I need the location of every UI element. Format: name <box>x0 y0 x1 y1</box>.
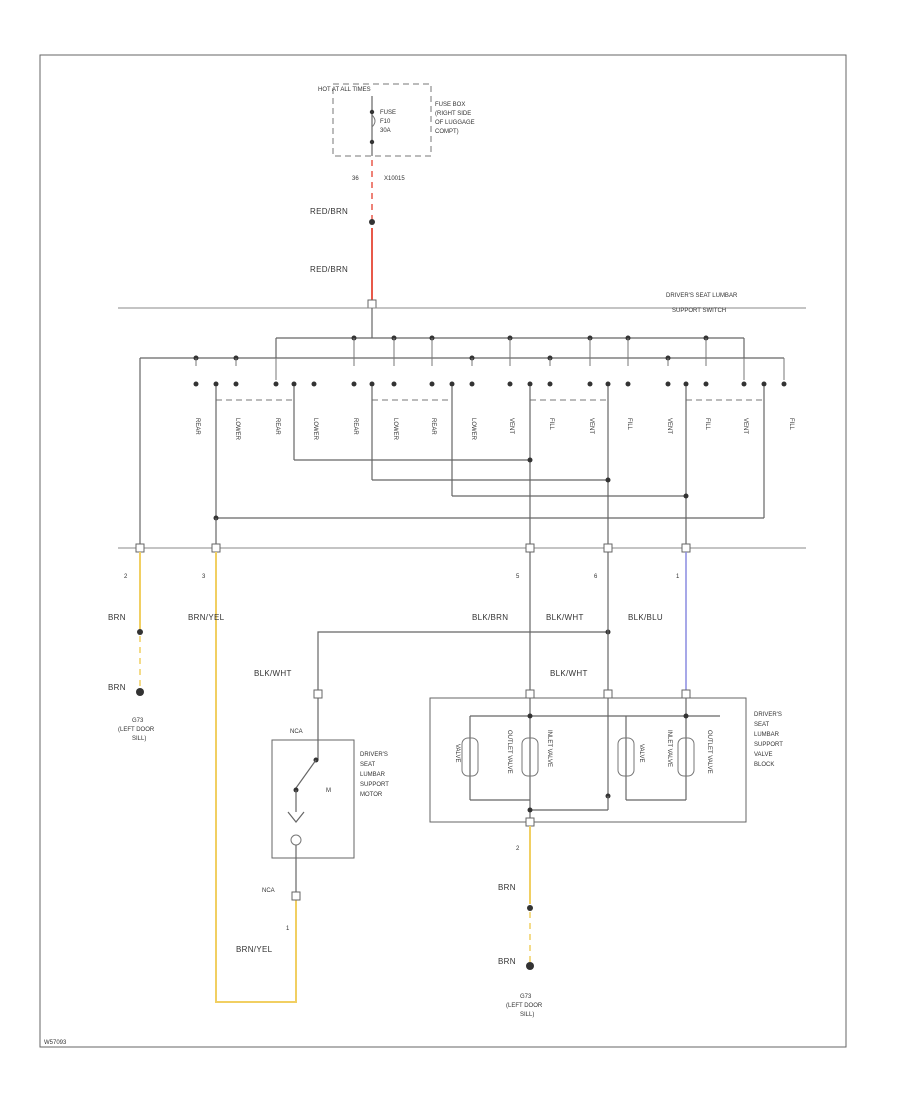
valve-label-6: OUTLET VALVE <box>706 730 712 774</box>
switch-pos-11: VENT <box>588 418 594 434</box>
connector-pin-c4: 6 <box>594 574 598 580</box>
valve-label-4: VALVE <box>638 744 644 762</box>
motor-nca-bottom: NCA <box>262 888 275 894</box>
switch-pos-9: VENT <box>508 418 514 434</box>
valve-label-1: VALVE <box>454 744 460 762</box>
fuse-box-location-3: COMPT) <box>435 129 459 135</box>
valve-ground-pin: 2 <box>516 846 520 852</box>
valve-block-title-3: LUMBAR <box>754 732 780 738</box>
switch-pos-4: LOWER <box>312 418 318 441</box>
connector-pin-c3: 5 <box>516 574 520 580</box>
motor-title-3: LUMBAR <box>360 772 386 778</box>
bottom-brn-label-1: BRN <box>498 883 516 892</box>
blk-wht-motor-label: BLK/WHT <box>254 669 292 678</box>
motor-title-4: SUPPORT <box>360 782 389 788</box>
fuse-box: HOT AT ALL TIMES FUSE F10 30A FUSE BOX (… <box>318 83 475 182</box>
ground-g2-loc-1: (LEFT DOOR <box>506 1003 543 1009</box>
switch-title-1: DRIVER'S SEAT LUMBAR <box>666 293 738 299</box>
bottom-ground-circuit: 2 BRN BRN G73 (LEFT DOOR SILL) <box>498 826 543 1018</box>
lower-contact-row <box>193 358 787 548</box>
switch-connector-terminals: 2 3 5 6 1 <box>124 543 691 580</box>
brn-yel-label-lower: BRN/YEL <box>236 945 273 954</box>
diagram-frame <box>39 54 847 1048</box>
fuse-rating: 30A <box>380 128 391 134</box>
motor-nca-top: NCA <box>290 729 303 735</box>
switch-title-2: SUPPORT SWITCH <box>672 308 726 314</box>
left-brn-label-1: BRN <box>108 613 126 622</box>
switch-pos-6: LOWER <box>392 418 398 441</box>
hot-at-all-times-label: HOT AT ALL TIMES <box>318 87 371 93</box>
valve-block-title-2: SEAT <box>754 722 770 728</box>
ground-g1-loc-1: (LEFT DOOR <box>118 727 155 733</box>
switch-pos-7: REAR <box>430 418 436 435</box>
brn-yel-label-upper: BRN/YEL <box>188 613 225 622</box>
ground-g2-loc-2: SILL) <box>520 1012 534 1018</box>
valve-block-title-6: BLOCK <box>754 762 774 768</box>
fuse-pin-number: 36 <box>352 176 359 182</box>
switch-pos-13: VENT <box>666 418 672 434</box>
bottom-brn-label-2: BRN <box>498 957 516 966</box>
fuse-connector-id: X10015 <box>384 176 405 182</box>
valve-label-3: INLET VALVE <box>546 730 552 767</box>
ground-g1-id: G73 <box>132 718 144 724</box>
connector-pin-c5: 1 <box>676 574 680 580</box>
motor-title-2: SEAT <box>360 762 376 768</box>
fuse-box-location-2: OF LUGGAGE <box>435 120 475 126</box>
switch-pos-14: FILL <box>704 418 710 431</box>
motor-title-1: DRIVER'S <box>360 752 388 758</box>
red-brn-label-1: RED/BRN <box>310 207 348 216</box>
switch-pos-5: REAR <box>352 418 358 435</box>
valve-block: VALVE OUTLET VALVE INLET VALVE VALVE INL… <box>429 552 783 827</box>
motor-m-label: M <box>326 788 331 794</box>
valve-block-title-1: DRIVER'S <box>754 712 782 718</box>
left-ground-circuit: BRN BRN G73 (LEFT DOOR SILL) <box>108 552 155 742</box>
red-brn-wire: RED/BRN RED/BRN <box>310 160 377 309</box>
blk-blu-label: BLK/BLU <box>628 613 663 622</box>
ground-g1-loc-2: SILL) <box>132 736 146 742</box>
motor-pin-bottom: 1 <box>286 926 290 932</box>
red-brn-label-2: RED/BRN <box>310 265 348 274</box>
blk-wht-lower-label: BLK/WHT <box>550 669 588 678</box>
switch-pos-10: FILL <box>548 418 554 431</box>
brn-yel-wire: BRN/YEL BRN/YEL <box>188 552 297 1003</box>
fuse-box-location-1: (RIGHT SIDE <box>435 111 471 117</box>
upper-contact-row <box>193 335 709 366</box>
connector-pin-c2: 3 <box>202 574 206 580</box>
switch-pos-3: REAR <box>274 418 280 435</box>
blk-wht-upper-label: BLK/WHT <box>546 613 584 622</box>
connector-pin-c1: 2 <box>124 574 128 580</box>
valve-block-title-5: VALVE <box>754 752 772 758</box>
switch-pos-2: LOWER <box>234 418 240 441</box>
lumbar-motor: NCA M NCA 1 DRIVER'S SEAT LUMBAR SUPPORT… <box>262 689 389 932</box>
switch-pos-1: REAR <box>194 418 200 435</box>
switch-pos-12: FILL <box>626 418 632 431</box>
ground-g2-id: G73 <box>520 994 532 1000</box>
valve-label-2: OUTLET VALVE <box>506 730 512 774</box>
lumbar-switch-internals: REAR LOWER REAR LOWER REAR LOWER REAR LO… <box>139 308 794 548</box>
valve-label-5: INLET VALVE <box>666 730 672 767</box>
switch-position-labels: REAR LOWER REAR LOWER REAR LOWER REAR LO… <box>194 418 794 441</box>
blk-brn-label: BLK/BRN <box>472 613 508 622</box>
blk-wht-motor-wire: BLK/WHT <box>254 629 611 690</box>
motor-title-5: MOTOR <box>360 792 383 798</box>
valve-block-title-4: SUPPORT <box>754 742 783 748</box>
switch-pos-8: LOWER <box>470 418 476 441</box>
switch-pos-15: VENT <box>742 418 748 434</box>
left-brn-label-2: BRN <box>108 683 126 692</box>
diagram-code: W57093 <box>44 1040 67 1046</box>
switch-pos-16: FILL <box>788 418 794 431</box>
fuse-label: FUSE <box>380 110 396 116</box>
fuse-box-name: FUSE BOX <box>435 102 465 108</box>
fuse-number: F10 <box>380 119 391 125</box>
